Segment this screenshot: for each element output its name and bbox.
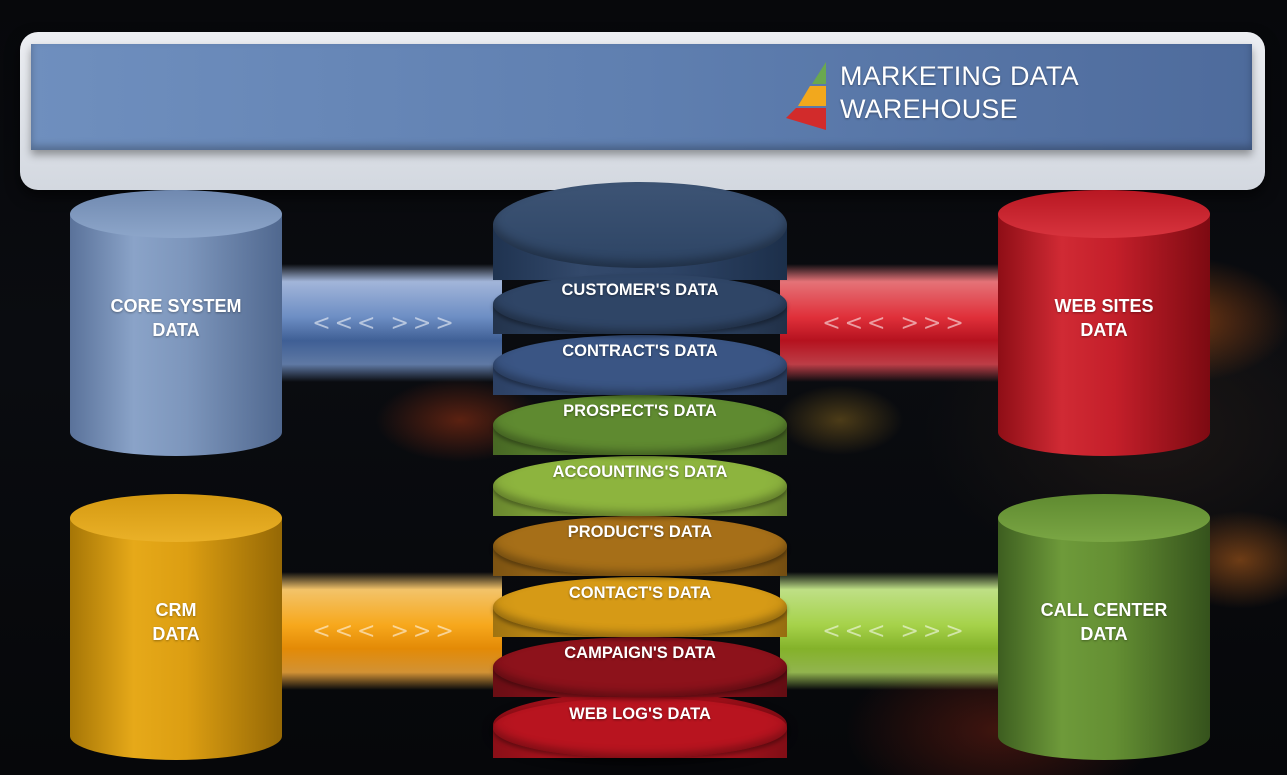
warehouse-layer: WEB LOG'S DATA	[493, 697, 787, 775]
page-title: MARKETING DATA WAREHOUSE	[840, 60, 1079, 126]
connector-arrows: <<< >>>	[312, 618, 458, 644]
layer-cap	[493, 637, 787, 697]
stack-top	[493, 182, 787, 268]
brand: MARKETING DATA WAREHOUSE	[786, 58, 1126, 134]
warehouse-layer: CAMPAIGN'S DATA	[493, 637, 787, 727]
cylinder-top	[70, 190, 282, 238]
layer-label: PROSPECT'S DATA	[563, 402, 717, 420]
connector-arrows: <<< >>>	[312, 310, 458, 336]
layer-cap	[493, 395, 787, 455]
source-label-line1: WEB SITES	[1054, 296, 1154, 316]
cylinder-body	[998, 214, 1210, 432]
layer-label: CONTACT'S DATA	[568, 583, 712, 602]
connector-web-sites: <<< >>>	[780, 264, 1010, 382]
source-call-center: CALL CENTER DATA	[998, 494, 1210, 760]
warehouse-layer: PROSPECT'S DATA	[493, 395, 787, 485]
layer-cap	[493, 516, 787, 576]
header-banner	[31, 44, 1252, 150]
layer-label: CAMPAIGN'S DATA	[564, 644, 716, 662]
source-label-line2: DATA	[1080, 624, 1128, 644]
cylinder-body	[70, 214, 282, 432]
source-label-line2: DATA	[1080, 320, 1128, 340]
source-label-line1: CRM	[155, 600, 197, 620]
connector-arrows: <<< >>>	[822, 618, 968, 644]
layer-label: ACCOUNTING'S DATA	[552, 462, 728, 481]
title-line-1: MARKETING DATA	[840, 61, 1079, 91]
layer-label: CONTRACT'S DATA	[562, 341, 718, 360]
cylinder-top	[70, 494, 282, 542]
connector-core-system: <<< >>>	[268, 264, 502, 382]
source-crm: CRM DATA	[70, 494, 282, 760]
pyramid-logo-icon	[786, 62, 826, 130]
layer-cap	[493, 455, 787, 516]
warehouse-layer: CONTACT'S DATA	[493, 576, 787, 667]
layer-cap	[493, 334, 787, 395]
title-line-2: WAREHOUSE	[840, 94, 1018, 124]
warehouse-layer: CUSTOMER'S DATA	[493, 274, 787, 364]
source-label: CORE SYSTEM DATA	[70, 294, 282, 342]
layer-label: CUSTOMER'S DATA	[561, 281, 719, 299]
source-core-system: CORE SYSTEM DATA	[70, 190, 282, 456]
layer-label: WEB LOG'S DATA	[569, 704, 711, 723]
source-label-line1: CORE SYSTEM	[110, 296, 242, 316]
source-label-line2: DATA	[152, 320, 200, 340]
layer-cap	[493, 697, 787, 758]
layer-cap	[493, 274, 787, 334]
source-label-line1: CALL CENTER	[1040, 600, 1168, 620]
cylinder-body	[998, 518, 1210, 736]
warehouse-layer: ACCOUNTING'S DATA	[493, 455, 787, 546]
source-label-line2: DATA	[152, 624, 200, 644]
cylinder-top	[998, 494, 1210, 542]
cylinder-top	[998, 190, 1210, 238]
source-label: CRM DATA	[70, 598, 282, 646]
connector-crm: <<< >>>	[268, 572, 502, 690]
layer-label: PRODUCT'S DATA	[567, 523, 713, 541]
warehouse-layer: PRODUCT'S DATA	[493, 516, 787, 606]
connector-arrows: <<< >>>	[822, 310, 968, 336]
source-label: CALL CENTER DATA	[998, 598, 1210, 646]
source-label: WEB SITES DATA	[998, 294, 1210, 342]
layer-cap	[493, 576, 787, 637]
cylinder-body	[70, 518, 282, 736]
source-web-sites: WEB SITES DATA	[998, 190, 1210, 456]
connector-call-center: <<< >>>	[780, 572, 1010, 690]
warehouse-layer: CONTRACT'S DATA	[493, 334, 787, 425]
warehouse-stack: WEB LOG'S DATA CAMPAIGN'S DATA CONTACT'S D…	[493, 182, 787, 762]
